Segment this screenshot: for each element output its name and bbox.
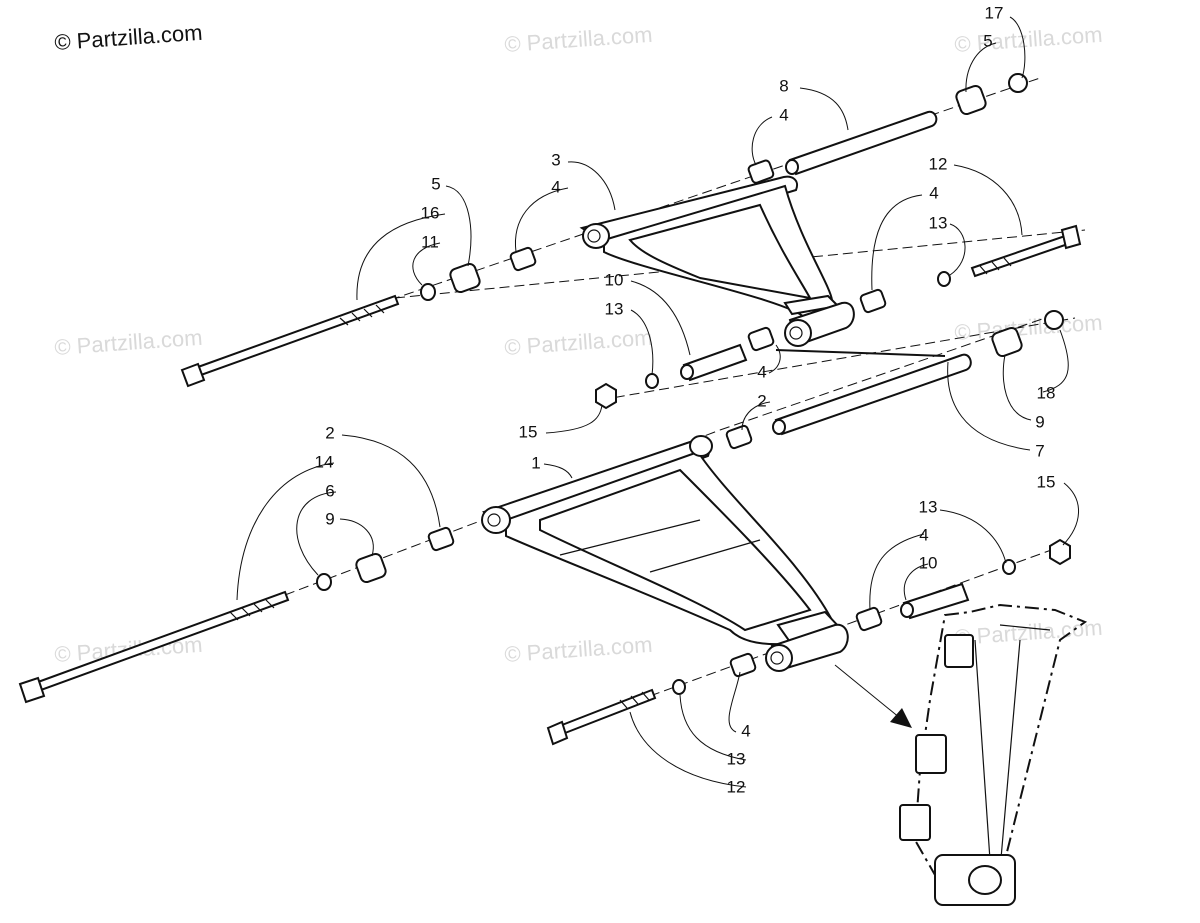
callout-4: 4 (757, 362, 766, 381)
callout-10: 10 (919, 553, 938, 572)
callout-4: 4 (741, 721, 750, 740)
watermark: © Partzilla.com (504, 22, 654, 57)
callout-10: 10 (605, 270, 624, 289)
callout-2: 2 (757, 391, 766, 410)
callout-12: 12 (929, 154, 948, 173)
watermark: © Partzilla.com (54, 325, 204, 360)
callout-6: 6 (325, 481, 334, 500)
watermark: © Partzilla.com (504, 325, 654, 360)
watermarks: © Partzilla.com © Partzilla.com © Partzi… (54, 20, 1104, 667)
callout-13: 13 (929, 213, 948, 232)
callout-5: 5 (983, 31, 992, 50)
callout-9: 9 (1035, 412, 1044, 431)
callout-5: 5 (431, 174, 440, 193)
callout-1: 1 (531, 453, 540, 472)
lower-a-arm (481, 435, 849, 672)
callout-18: 18 (1037, 383, 1056, 402)
callout-13: 13 (727, 749, 746, 768)
small-parts (316, 73, 1071, 695)
callout-15: 15 (1037, 472, 1056, 491)
callout-4: 4 (551, 177, 560, 196)
watermark: © Partzilla.com (954, 22, 1104, 57)
upper-a-arm (579, 175, 855, 347)
callout-17: 17 (985, 3, 1004, 22)
callout-15: 15 (519, 422, 538, 441)
spindle-assembly (899, 603, 1088, 906)
callout-12: 12 (727, 777, 746, 796)
callouts: 17 5 8 4 3 4 5 16 11 12 4 13 10 13 4 15 … (315, 3, 1056, 796)
callout-3: 3 (551, 150, 560, 169)
callout-2: 2 (325, 423, 334, 442)
watermark: © Partzilla.com (504, 632, 654, 667)
bolts (18, 224, 1082, 746)
callout-9: 9 (325, 509, 334, 528)
callout-16: 16 (421, 203, 440, 222)
callout-4: 4 (929, 183, 938, 202)
callout-11: 11 (421, 232, 439, 251)
callout-8: 8 (779, 76, 788, 95)
callout-7: 7 (1035, 441, 1044, 460)
copyright-text: © Partzilla.com (54, 20, 204, 55)
callout-4: 4 (779, 105, 788, 124)
assembly-arrow (834, 664, 912, 728)
leader-lines (236, 16, 1079, 788)
callout-14: 14 (315, 452, 334, 471)
watermark: © Partzilla.com (954, 310, 1104, 345)
callout-4: 4 (919, 525, 928, 544)
callout-13: 13 (605, 299, 624, 318)
callout-13: 13 (919, 497, 938, 516)
